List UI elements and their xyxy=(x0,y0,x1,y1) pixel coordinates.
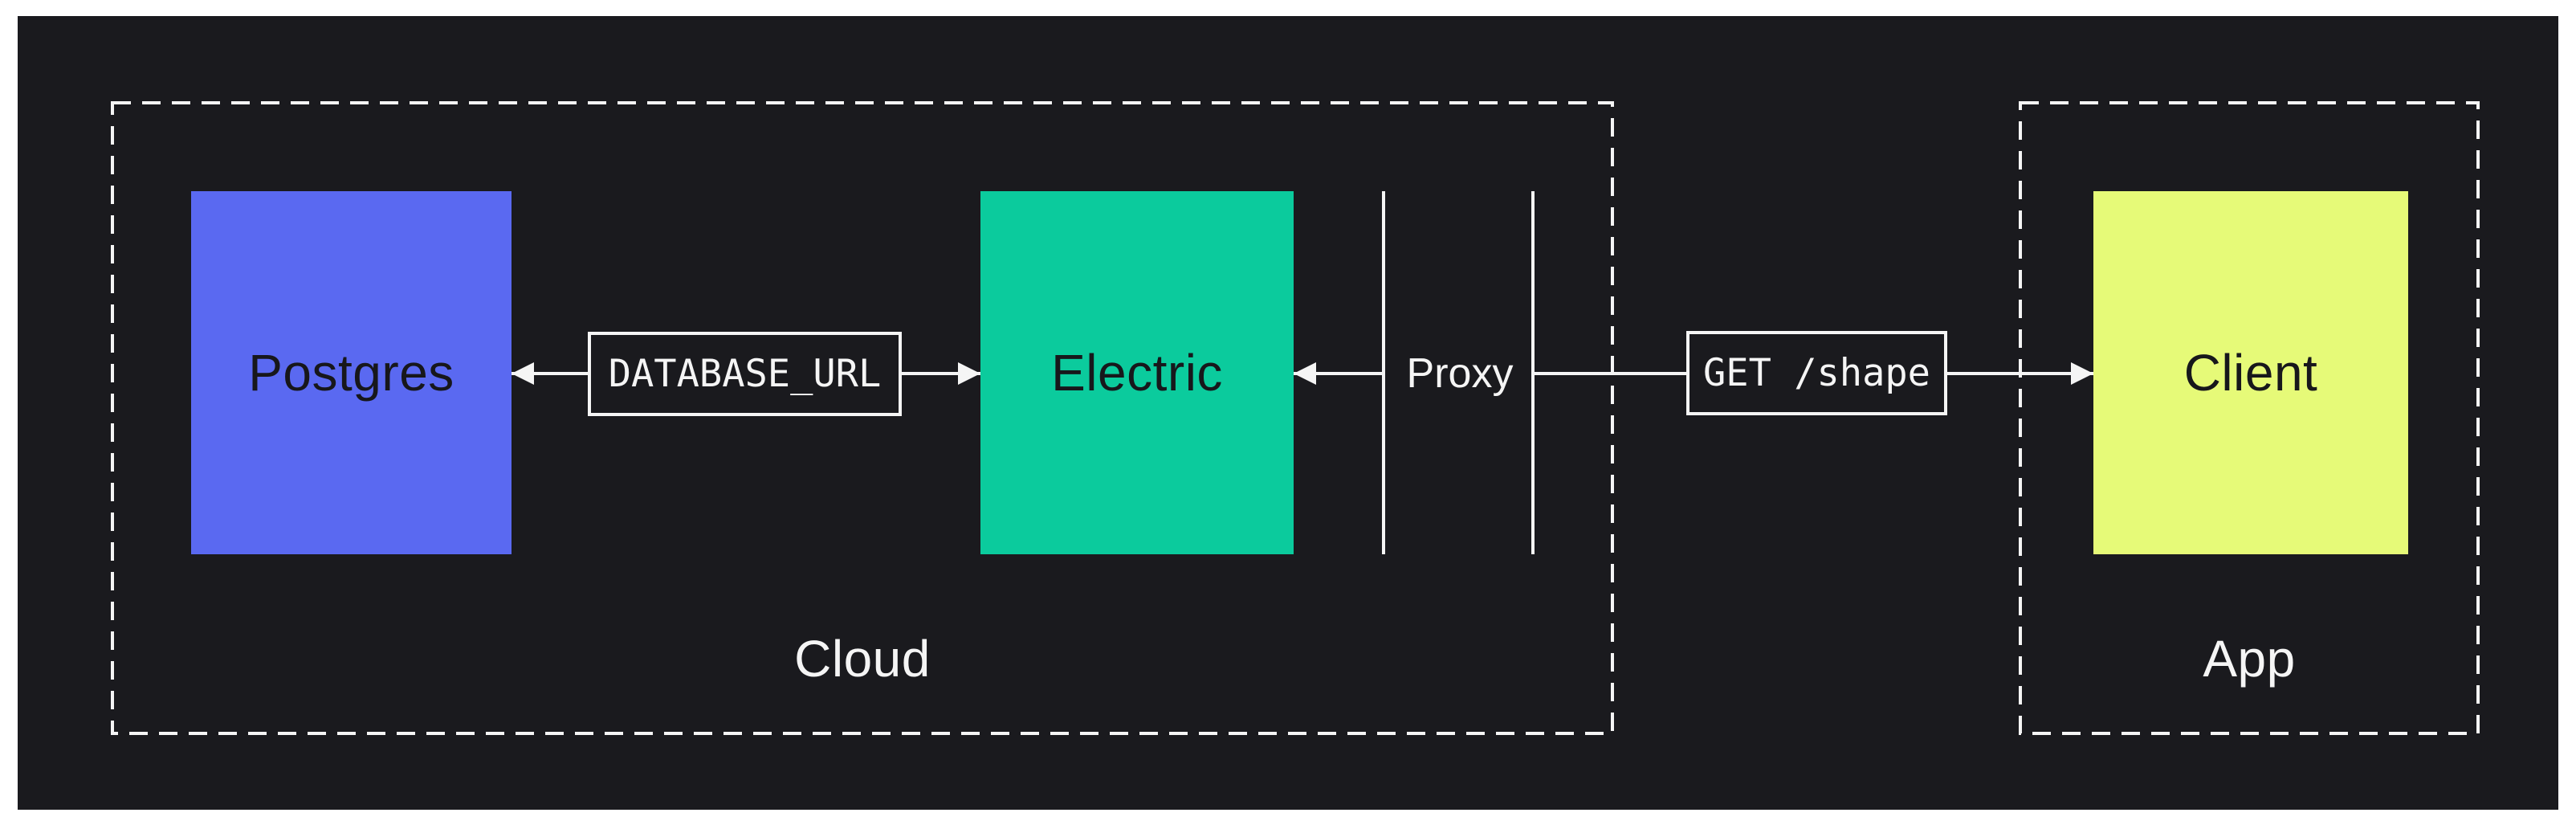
database-url-label: DATABASE_URL xyxy=(608,352,882,396)
connector-postgres-databaseurl xyxy=(512,372,588,375)
arrowhead-into-electric-icon xyxy=(958,362,980,385)
proxy-label-text: Proxy xyxy=(1406,350,1514,397)
get-shape-label-box: GET /shape xyxy=(1686,331,1947,415)
proxy-barrier-line-left xyxy=(1382,191,1385,554)
client-node-label: Client xyxy=(2183,344,2318,402)
connector-databaseurl-electric xyxy=(902,372,980,375)
connector-electric-proxy xyxy=(1294,372,1385,375)
arrowhead-into-client-icon xyxy=(2071,362,2093,385)
postgres-node: Postgres xyxy=(191,191,512,554)
region-borders-layer xyxy=(111,101,2480,735)
postgres-node-label: Postgres xyxy=(248,344,454,402)
connector-getshape-client xyxy=(1947,372,2093,375)
client-node: Client xyxy=(2093,191,2408,554)
app-region-label: App xyxy=(2020,630,2478,688)
connector-proxy-getshape xyxy=(1533,372,1686,375)
cloud-region-label: Cloud xyxy=(112,630,1612,688)
app-region-label-text: App xyxy=(2203,630,2296,688)
get-shape-label: GET /shape xyxy=(1703,351,1930,395)
app-region-border xyxy=(2019,101,2480,735)
electric-node-label: Electric xyxy=(1051,344,1223,402)
proxy-barrier-line-right xyxy=(1531,191,1535,554)
cloud-region-border xyxy=(111,101,1614,735)
arrowhead-into-electric-from-proxy-icon xyxy=(1294,362,1316,385)
database-url-label-box: DATABASE_URL xyxy=(588,332,902,416)
cloud-region-label-text: Cloud xyxy=(794,630,931,688)
diagram-canvas: Postgres Electric Client DATABASE_URL GE… xyxy=(18,16,2558,810)
arrowhead-into-postgres-icon xyxy=(512,362,534,385)
proxy-label: Proxy xyxy=(1385,350,1535,397)
electric-node: Electric xyxy=(980,191,1294,554)
